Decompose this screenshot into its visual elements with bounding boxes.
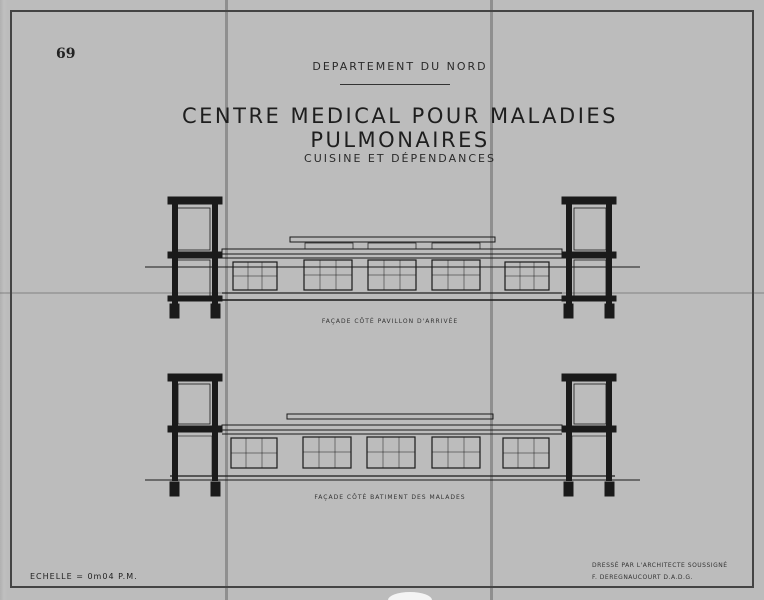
department-heading: DEPARTEMENT DU NORD xyxy=(312,60,488,73)
elevation-upper xyxy=(145,196,640,319)
architect-signature-line1: DRESSÉ PAR L'ARCHITECTE SOUSSIGNÉ xyxy=(592,562,728,569)
elevation-caption: FAÇADE CÔTÉ PAVILLON D'ARRIVÉE xyxy=(321,318,459,325)
drawing-frame xyxy=(10,10,754,588)
drawing-subtitle: CUISINE ET DÉPENDANCES xyxy=(304,152,496,165)
heading-underline xyxy=(340,84,450,85)
punch-hole xyxy=(388,592,432,600)
elevation-caption: FAÇADE CÔTÉ BATIMENT DES MALADES xyxy=(314,494,466,501)
sheet-number: 69 xyxy=(56,46,76,62)
scale-label: ECHELLE = 0m04 P.M. xyxy=(30,572,138,581)
drawing-title: CENTRE MEDICAL POUR MALADIES PULMONAIRES xyxy=(182,104,618,152)
elevation-lower xyxy=(145,373,640,497)
architect-signature-line2: F. DEREGNAUCOURT D.A.D.G. xyxy=(592,574,693,581)
